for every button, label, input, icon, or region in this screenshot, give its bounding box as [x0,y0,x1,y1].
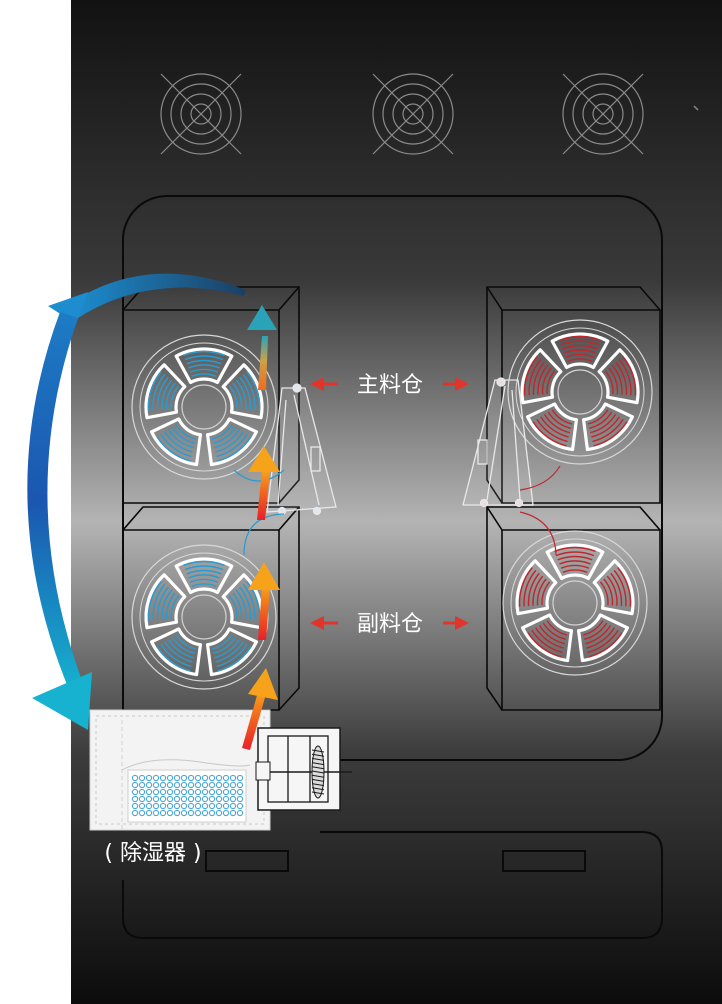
warm-airflow-arrows [242,305,280,750]
bottom-drawer [122,831,663,939]
cabinet-body [71,0,722,1004]
filament-spool-icon [502,530,648,676]
corner-mark [693,105,699,111]
sub-bay-label: 副料仓 [357,612,423,637]
main-bay-label: 主料仓 [357,373,423,398]
fan-grille-icon [160,73,644,155]
filament-feeder-right [462,377,534,508]
filament-lines [233,465,561,556]
dehumidifier-unit [89,709,352,831]
filament-spool-icon [507,319,653,465]
double-arrow-icon [310,377,469,630]
dehumidifier-label: ( 除湿器 ) [104,841,201,866]
spool-bays [122,286,661,711]
airflow-arrow-icon [27,273,246,730]
filament-feeder-left [266,383,337,516]
filament-spool-icon [131,334,277,480]
